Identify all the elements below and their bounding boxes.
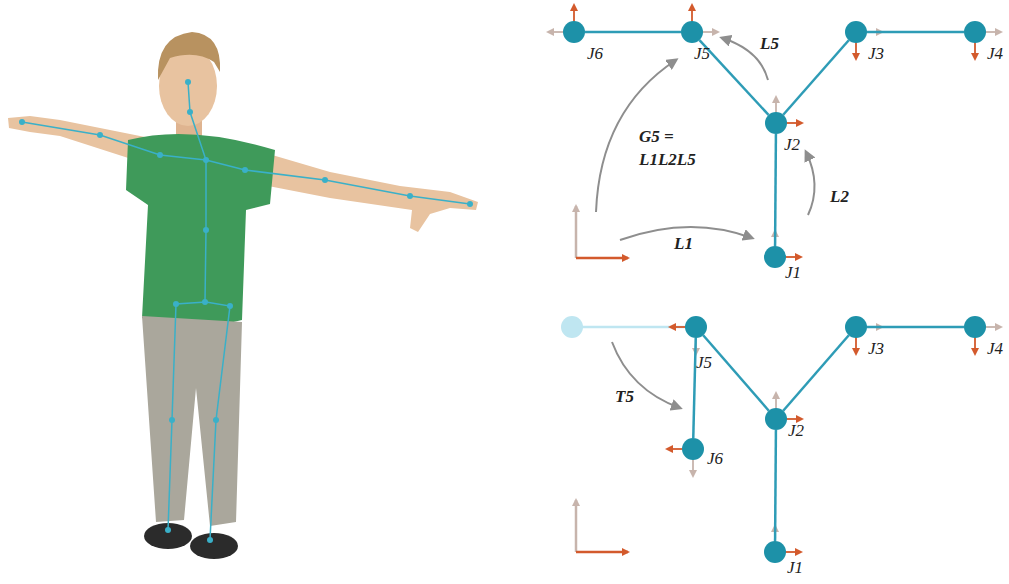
bone-line: [775, 134, 777, 246]
joint-label: J5: [696, 353, 712, 373]
transform-label: L5: [760, 33, 779, 56]
bone-line: [783, 335, 849, 410]
joint-label: J3: [868, 339, 884, 359]
bone-line: [775, 430, 777, 541]
bone-line: [867, 327, 964, 328]
joint-label: J2: [788, 421, 804, 441]
joint-label: J4: [987, 44, 1003, 64]
joint-node: J2: [765, 112, 787, 134]
joint-node: J6: [682, 438, 704, 460]
bone-line: [783, 40, 848, 114]
joint-label: J1: [785, 263, 801, 283]
joint-node: J3: [845, 21, 867, 43]
joint-node: J1: [764, 246, 786, 268]
joint-label: J3: [868, 44, 884, 64]
joint-node: J3: [845, 316, 867, 338]
joint-node: J2: [765, 408, 787, 430]
joint-node: J5: [681, 21, 703, 43]
joint-label: J6: [707, 449, 723, 469]
transform-label: L1: [674, 233, 693, 256]
bone-line: [703, 335, 769, 410]
joint-label: J4: [987, 339, 1003, 359]
bone-line: [585, 32, 681, 33]
joint-node: J5: [685, 316, 707, 338]
joint-label: J6: [587, 44, 603, 64]
transform-label: T5: [615, 386, 634, 409]
joint-node: J1: [764, 541, 786, 563]
joint-label: J2: [784, 135, 800, 155]
joint-node: J4: [964, 21, 986, 43]
joint-label: J5: [694, 44, 710, 64]
joint-node: J6: [563, 21, 585, 43]
bone-line: [693, 338, 695, 438]
transform-label: L2: [830, 186, 849, 209]
bone-line: [867, 32, 964, 33]
joint-node: J4: [964, 316, 986, 338]
joint-label: J1: [787, 558, 803, 578]
transform-label: G5 = L1L2L5: [639, 126, 711, 172]
